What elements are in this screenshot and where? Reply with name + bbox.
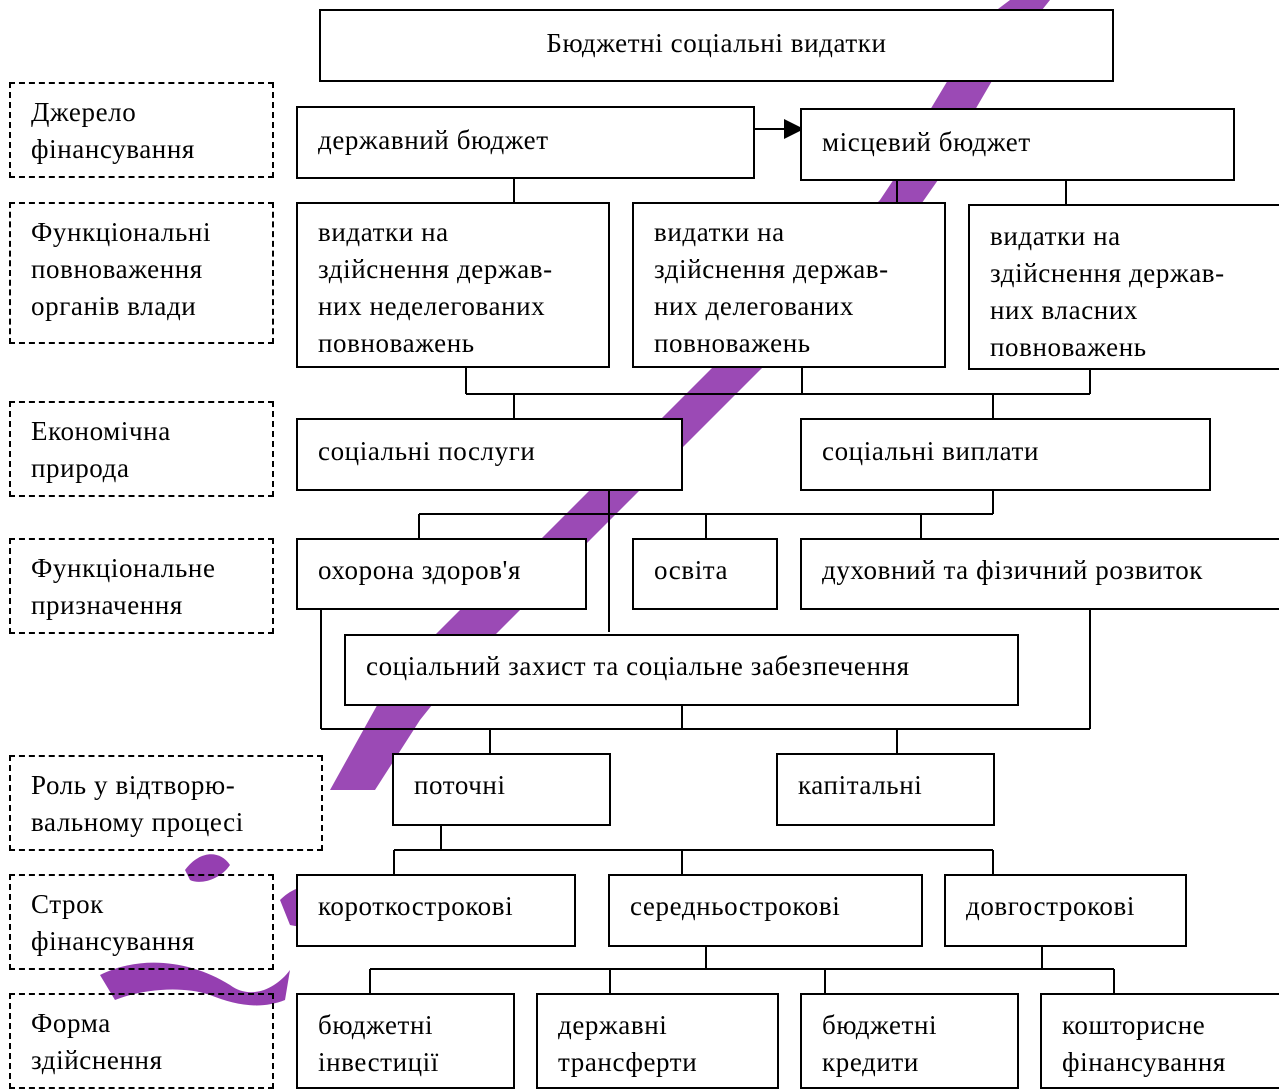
- node-current: поточні: [392, 753, 611, 826]
- criterion-role: Роль у відтворю- вальному процесі: [9, 755, 323, 851]
- criterion-powers: Функціональні повноваження органів влади: [9, 202, 274, 344]
- criterion-functional: Функціональне призначення: [9, 538, 274, 634]
- criterion-term: Строк фінансування: [9, 874, 274, 970]
- node-delegated-powers: видатки на здійснення держав- них делего…: [632, 202, 946, 368]
- node-long-term: довгострокові: [944, 874, 1187, 947]
- node-social-services: соціальні послуги: [296, 418, 683, 491]
- node-medium-term: середньострокові: [608, 874, 923, 947]
- node-budget-credits: бюджетні кредити: [800, 993, 1019, 1089]
- node-non-delegated-powers: видатки на здійснення держав- них неделе…: [296, 202, 610, 368]
- node-education: освіта: [632, 538, 778, 610]
- node-social-payments: соціальні виплати: [800, 418, 1211, 491]
- node-short-term: короткострокові: [296, 874, 576, 947]
- criterion-economic: Економічна природа: [9, 401, 274, 497]
- node-capital: капітальні: [776, 753, 995, 826]
- diagram-title: Бюджетні соціальні видатки: [319, 9, 1114, 82]
- criterion-form: Форма здійснення: [9, 993, 274, 1089]
- node-budget-investments: бюджетні інвестиції: [296, 993, 515, 1089]
- node-social-protection: соціальний захист та соціальне забезпече…: [344, 634, 1019, 706]
- node-state-budget: державний бюджет: [296, 106, 755, 179]
- node-local-budget: місцевий бюджет: [800, 108, 1235, 181]
- node-state-transfers: державні трансферти: [536, 993, 779, 1089]
- criterion-source: Джерело фінансування: [9, 82, 274, 178]
- node-health: охорона здоров'я: [296, 538, 587, 610]
- node-culture-sport: духовний та фізичний розвиток: [800, 538, 1279, 610]
- node-own-powers: видатки на здійснення держав- них власни…: [968, 204, 1279, 370]
- node-estimate-financing: кошторисне фінансування: [1040, 993, 1279, 1089]
